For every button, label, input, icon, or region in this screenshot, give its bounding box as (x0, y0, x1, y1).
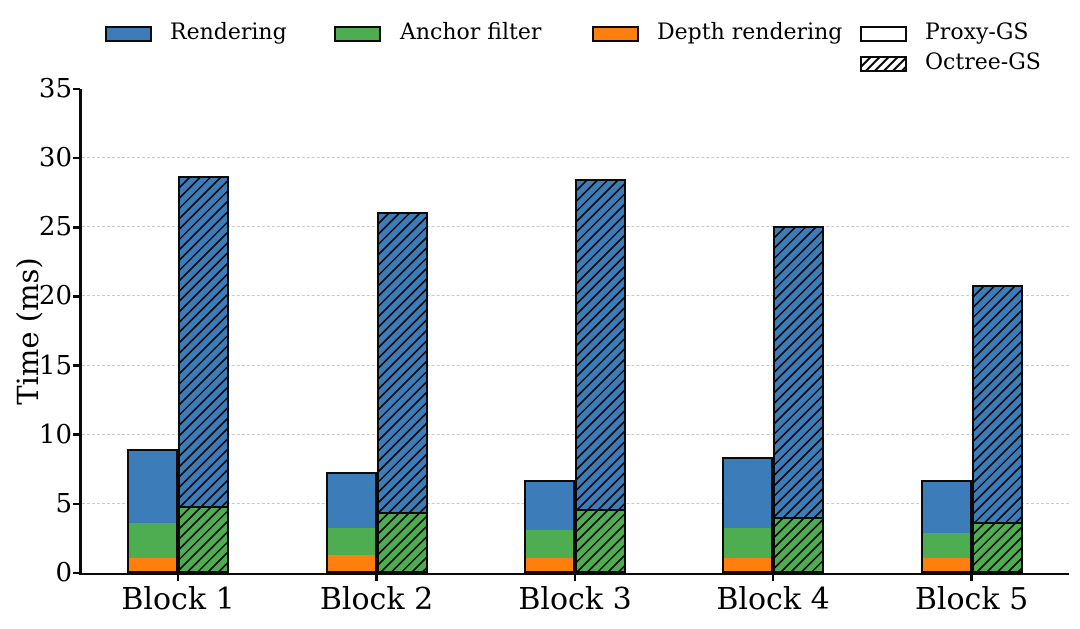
bar-octree-gs-block-2 (376, 212, 428, 573)
segment-depth-rendering (526, 557, 573, 571)
legend-label-rendering: Rendering (170, 20, 287, 45)
segment-anchor-filter (129, 522, 176, 558)
segment-rendering (129, 450, 176, 523)
bar-proxy-gs-block-5 (920, 480, 972, 573)
y-tick-label: 0 (55, 558, 72, 588)
x-tick-label: Block 5 (914, 582, 1029, 617)
segment-depth-rendering (327, 555, 375, 571)
x-tick-mark (970, 574, 973, 581)
legend-swatch-anchor-filter (334, 26, 381, 42)
legend-label-depth-rendering: Depth rendering (657, 20, 843, 45)
bar-segments (577, 180, 624, 571)
legend-label-proxy-gs: Proxy-GS (925, 20, 1029, 45)
segment-rendering (724, 458, 771, 529)
x-axis-spine (79, 572, 1069, 575)
bar-proxy-gs-block-2 (325, 472, 377, 573)
segment-anchor-filter (327, 528, 375, 556)
segment-anchor-filter (526, 529, 573, 558)
bar-octree-gs-block-1 (178, 176, 229, 573)
bar-octree-gs-block-5 (971, 285, 1023, 573)
x-tick-mark (375, 574, 378, 581)
y-axis-title: Time (ms) (11, 257, 45, 405)
segment-rendering (526, 482, 573, 530)
legend-label-anchor-filter: Anchor filter (400, 20, 542, 45)
legend-swatch-depth-rendering (592, 26, 639, 42)
legend-swatch-proxy-gs (860, 26, 907, 42)
legend-swatch-octree-gs-hatch-icon (860, 56, 907, 72)
segment-anchor-filter (724, 528, 771, 558)
gridline-y30 (82, 157, 1069, 159)
bar-octree-gs-block-4 (773, 225, 824, 573)
y-tick-mark (73, 87, 80, 91)
bar-segments (526, 482, 573, 571)
x-tick-label: Block 3 (518, 582, 632, 617)
y-tick-mark (73, 226, 80, 229)
y-tick-label: 5 (55, 488, 72, 519)
segment-rendering (775, 227, 822, 518)
segment-rendering (922, 482, 970, 533)
bar-segments (180, 178, 227, 571)
bar-octree-gs-block-3 (575, 178, 626, 573)
y-tick-mark (73, 364, 80, 367)
bar-segments (378, 214, 426, 571)
y-tick-label: 15 (38, 350, 72, 381)
legend-swatch-rendering (105, 26, 152, 42)
segment-rendering (180, 178, 227, 507)
y-axis-spine (79, 89, 82, 575)
segment-anchor-filter (922, 532, 970, 558)
bar-segments (724, 458, 771, 571)
y-tick-mark (73, 433, 80, 436)
segment-anchor-filter (180, 506, 227, 571)
legend-label-octree-gs: Octree-GS (925, 50, 1041, 75)
bar-segments (922, 482, 970, 571)
x-tick-label: Block 4 (716, 582, 830, 617)
x-tick-label: Block 2 (319, 582, 434, 617)
segment-rendering (973, 287, 1021, 522)
segment-anchor-filter (973, 521, 1021, 571)
bar-segments (973, 287, 1021, 571)
x-tick-mark (573, 574, 577, 581)
segment-depth-rendering (129, 557, 176, 571)
y-tick-label: 10 (38, 419, 72, 450)
y-tick-mark (73, 502, 80, 506)
bar-segments (129, 450, 176, 571)
bar-proxy-gs-block-1 (127, 448, 178, 573)
y-tick-mark (73, 295, 80, 298)
y-tick-mark (73, 156, 80, 160)
bar-segments (775, 227, 822, 571)
segment-depth-rendering (922, 557, 970, 571)
y-tick-label: 30 (38, 143, 72, 174)
segment-anchor-filter (577, 509, 624, 571)
x-tick-mark (176, 574, 180, 581)
y-tick-label: 25 (38, 212, 72, 243)
segment-rendering (378, 214, 426, 512)
x-tick-mark (771, 574, 775, 581)
bar-segments (327, 474, 375, 571)
segment-rendering (577, 180, 624, 510)
segment-anchor-filter (775, 517, 822, 571)
bar-proxy-gs-block-3 (524, 480, 575, 573)
y-tick-label: 35 (38, 74, 72, 104)
segment-anchor-filter (378, 511, 426, 571)
segment-depth-rendering (724, 557, 771, 571)
segment-rendering (327, 474, 375, 529)
x-tick-label: Block 1 (121, 582, 235, 617)
bar-proxy-gs-block-4 (722, 456, 773, 573)
y-tick-label: 20 (38, 281, 72, 312)
y-tick-mark (73, 571, 80, 575)
